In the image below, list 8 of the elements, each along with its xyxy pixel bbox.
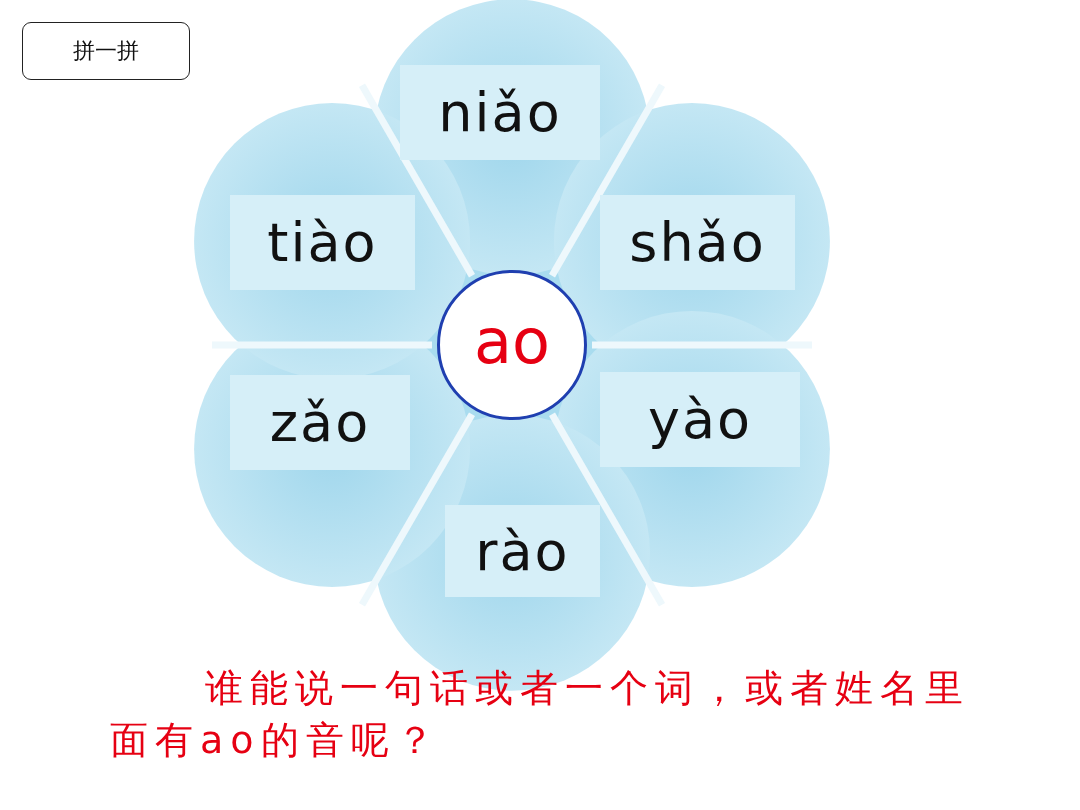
petal-label: rào [445,505,600,597]
petal-label: shǎo [600,195,795,290]
petal-label: niǎo [400,65,600,160]
petal-label: zǎo [230,375,410,470]
petal-label: tiào [230,195,415,290]
petal-label: yào [600,372,800,467]
title-box: 拼一拼 [22,22,190,80]
caption-text: 谁能说一句话或者一个词，或者姓名里面有ao的音呢？ [110,665,970,764]
